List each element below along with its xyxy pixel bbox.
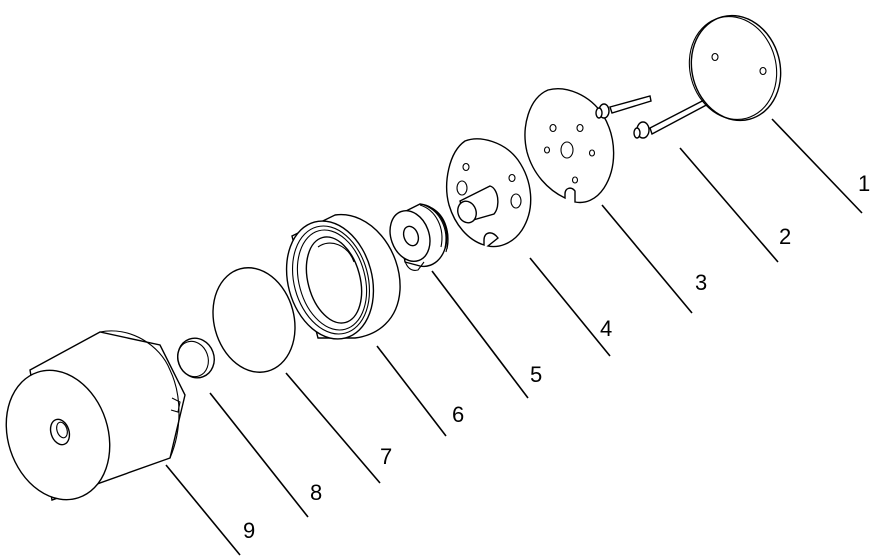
leader-lines (165, 118, 863, 556)
callout-7: 7 (380, 444, 392, 469)
leader-line-2 (679, 147, 779, 263)
callout-9: 9 (243, 518, 255, 543)
part-1-rear-disc (688, 14, 782, 122)
part-2-pins (595, 95, 713, 139)
leader-line-8 (209, 392, 309, 518)
leader-line-5 (431, 270, 529, 399)
callout-2: 2 (779, 224, 791, 249)
callout-1: 1 (858, 171, 870, 196)
part-7-large-disc (212, 267, 296, 373)
callouts: 1 2 3 4 5 6 7 8 9 (243, 171, 870, 543)
callout-3: 3 (695, 270, 707, 295)
leader-line-9 (165, 464, 241, 556)
leader-line-4 (529, 257, 611, 357)
callout-6: 6 (452, 402, 464, 427)
callout-4: 4 (600, 316, 612, 341)
part-6-ring (285, 213, 401, 340)
callout-8: 8 (310, 480, 322, 505)
part-9-housing (5, 330, 186, 501)
leader-line-6 (376, 345, 447, 437)
callout-5: 5 (530, 362, 542, 387)
part-4-boss-plate (446, 138, 532, 248)
part-5-coil (389, 203, 449, 271)
leader-line-3 (601, 204, 693, 314)
part-8-small-disc (177, 337, 215, 379)
leader-line-7 (285, 372, 381, 484)
leader-line-1 (771, 118, 863, 214)
